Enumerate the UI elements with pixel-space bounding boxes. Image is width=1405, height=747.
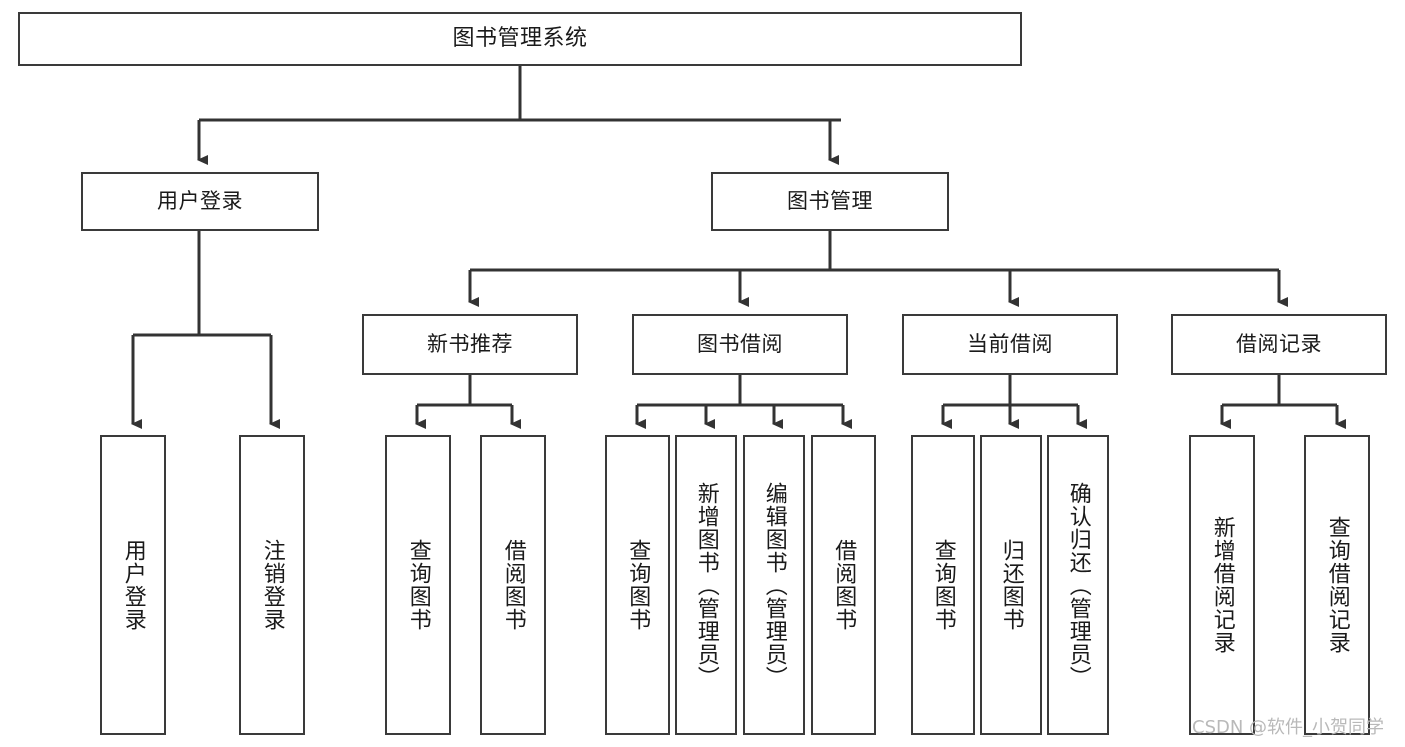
node-leaf-user-login[interactable]: 用户登录 xyxy=(100,435,166,735)
node-label: 确认归还（管理员） xyxy=(1065,481,1091,689)
node-label: 当前借阅 xyxy=(967,332,1053,357)
node-leaf-query-borrow-record[interactable]: 查询借阅记录 xyxy=(1304,435,1370,735)
node-user-login[interactable]: 用户登录 xyxy=(81,172,319,231)
node-leaf-borrow-book-recommend[interactable]: 借阅图书 xyxy=(480,435,546,735)
node-borrow-records[interactable]: 借阅记录 xyxy=(1171,314,1387,375)
node-book-borrow[interactable]: 图书借阅 xyxy=(632,314,848,375)
node-label: 查询图书 xyxy=(625,539,651,631)
watermark-text: CSDN @软件_小贺同学 xyxy=(1192,717,1385,738)
node-current-borrow[interactable]: 当前借阅 xyxy=(902,314,1118,375)
node-leaf-return-book[interactable]: 归还图书 xyxy=(980,435,1042,735)
node-label: 归还图书 xyxy=(998,539,1024,631)
node-leaf-borrow-book[interactable]: 借阅图书 xyxy=(811,435,876,735)
node-new-book-recommend[interactable]: 新书推荐 xyxy=(362,314,578,375)
node-label: 查询图书 xyxy=(930,539,956,631)
node-label: 新增图书（管理员） xyxy=(693,481,719,689)
node-leaf-add-book-admin[interactable]: 新增图书（管理员） xyxy=(675,435,737,735)
node-label: 借阅记录 xyxy=(1236,332,1322,357)
node-label: 新增借阅记录 xyxy=(1209,516,1235,654)
node-leaf-query-book-borrow[interactable]: 查询图书 xyxy=(605,435,670,735)
node-label: 图书管理系统 xyxy=(452,26,588,52)
node-label: 注销登录 xyxy=(259,539,285,631)
node-leaf-logout[interactable]: 注销登录 xyxy=(239,435,305,735)
node-label: 图书管理 xyxy=(787,189,873,214)
node-leaf-add-borrow-record[interactable]: 新增借阅记录 xyxy=(1189,435,1255,735)
node-leaf-query-book-current[interactable]: 查询图书 xyxy=(911,435,975,735)
node-label: 编辑图书（管理员） xyxy=(761,481,787,689)
node-leaf-query-book-recommend[interactable]: 查询图书 xyxy=(385,435,451,735)
node-label: 借阅图书 xyxy=(831,539,857,631)
node-label: 查询借阅记录 xyxy=(1324,516,1350,654)
node-leaf-edit-book-admin[interactable]: 编辑图书（管理员） xyxy=(743,435,805,735)
node-label: 用户登录 xyxy=(120,539,146,631)
node-label: 用户登录 xyxy=(157,189,243,214)
node-book-management[interactable]: 图书管理 xyxy=(711,172,949,231)
node-label: 借阅图书 xyxy=(500,539,526,631)
node-leaf-confirm-return-admin[interactable]: 确认归还（管理员） xyxy=(1047,435,1109,735)
node-label: 查询图书 xyxy=(405,539,431,631)
node-label: 图书借阅 xyxy=(697,332,783,357)
node-root-library-system[interactable]: 图书管理系统 xyxy=(18,12,1022,66)
node-label: 新书推荐 xyxy=(427,332,513,357)
